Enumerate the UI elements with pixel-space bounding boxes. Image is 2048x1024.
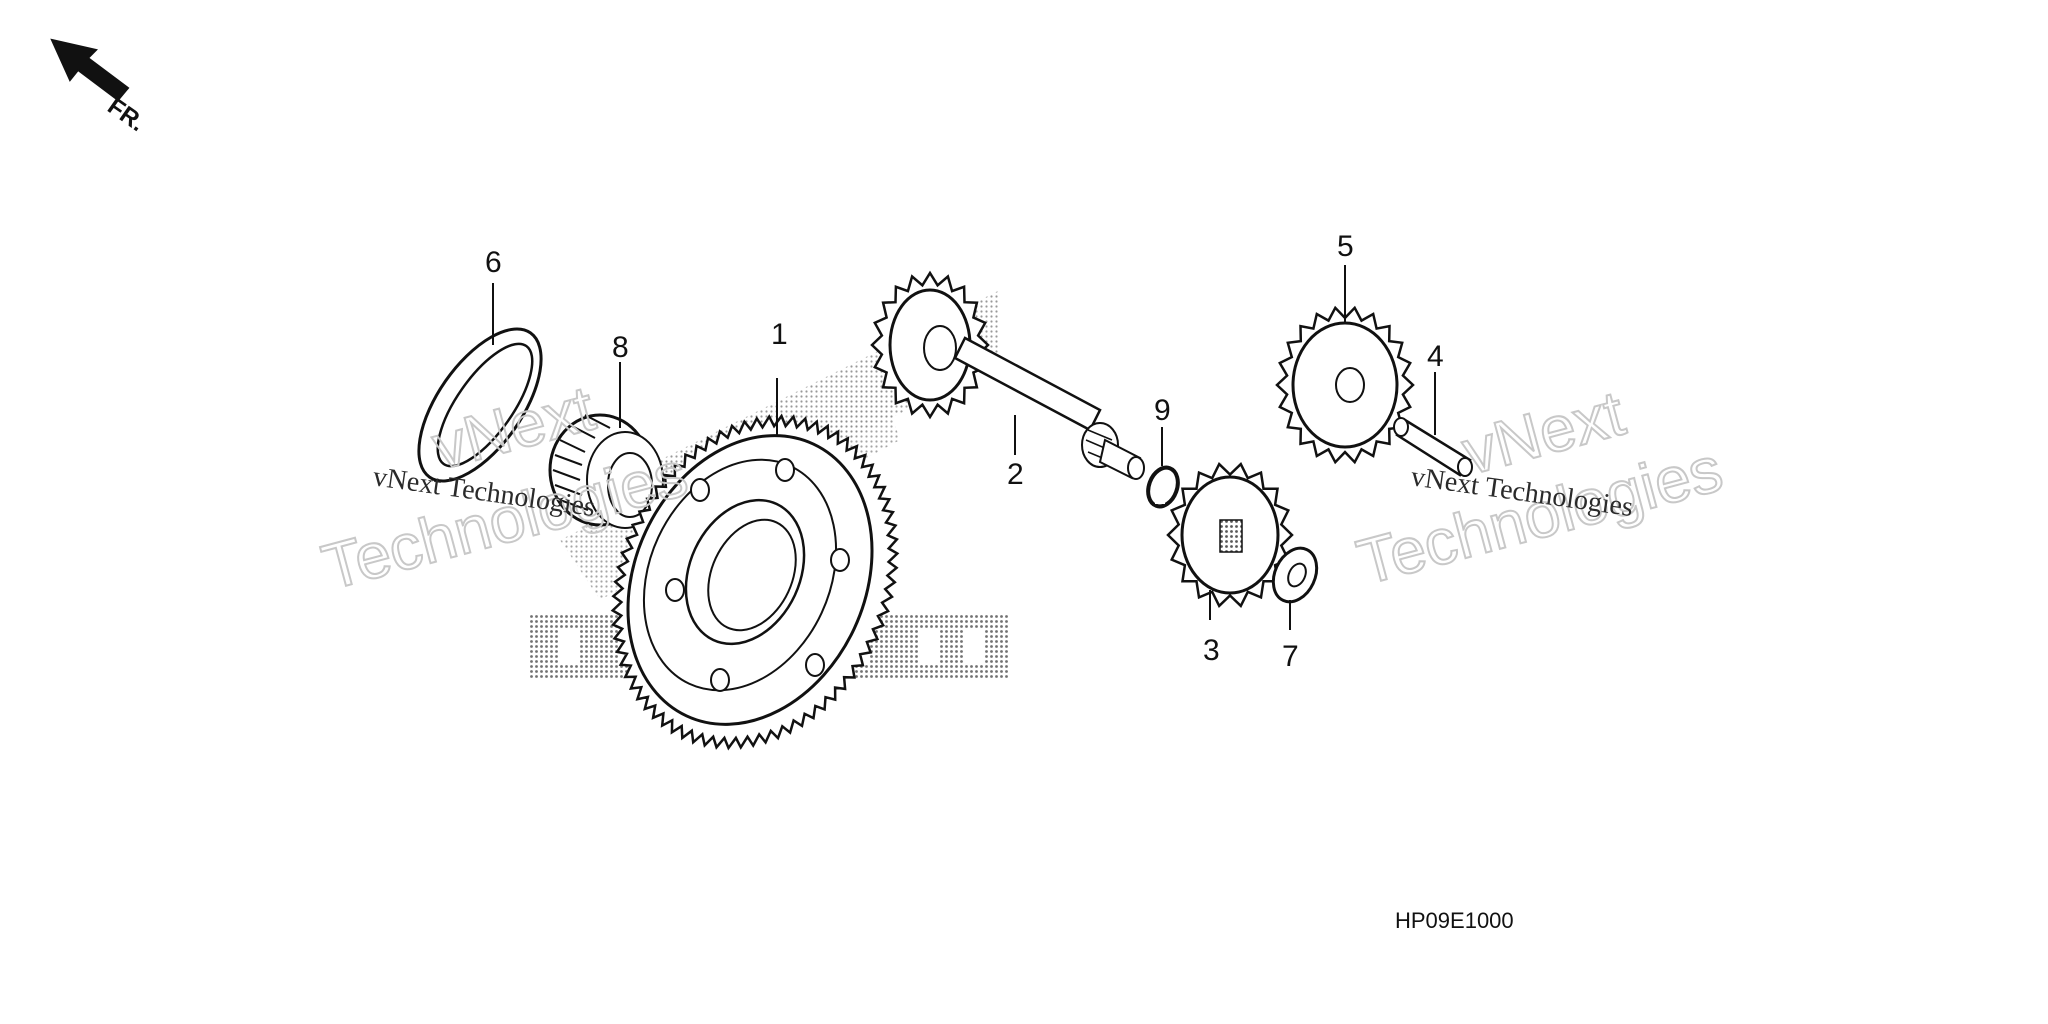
part-2-gear-shaft — [870, 270, 1145, 480]
callout-9: 9 — [1154, 394, 1171, 427]
part-1-driven-gear — [610, 413, 900, 751]
part-4-pin — [1393, 417, 1473, 477]
part-9-circlip — [1146, 465, 1180, 509]
part-7-washer — [1271, 546, 1319, 604]
callout-numbers: 1 2 3 4 5 6 7 8 9 — [485, 230, 1444, 673]
direction-label: FR. — [103, 93, 150, 137]
diagram-code: HP09E1000 — [1395, 908, 1514, 933]
callout-8: 8 — [612, 331, 629, 364]
callout-6: 6 — [485, 246, 502, 279]
callout-7: 7 — [1282, 640, 1299, 673]
callout-5: 5 — [1337, 230, 1354, 263]
part-8-needle-bearing — [548, 413, 664, 529]
leader-lines — [492, 265, 1436, 630]
callout-3: 3 — [1203, 634, 1220, 667]
part-3-gear — [1166, 462, 1294, 608]
front-direction-arrow: FR. — [50, 38, 150, 137]
callout-4: 4 — [1427, 340, 1444, 373]
callout-2: 2 — [1007, 458, 1024, 491]
part-6-washer — [417, 327, 543, 483]
callout-1: 1 — [771, 318, 788, 351]
part-5-idle-gear — [1275, 305, 1415, 465]
